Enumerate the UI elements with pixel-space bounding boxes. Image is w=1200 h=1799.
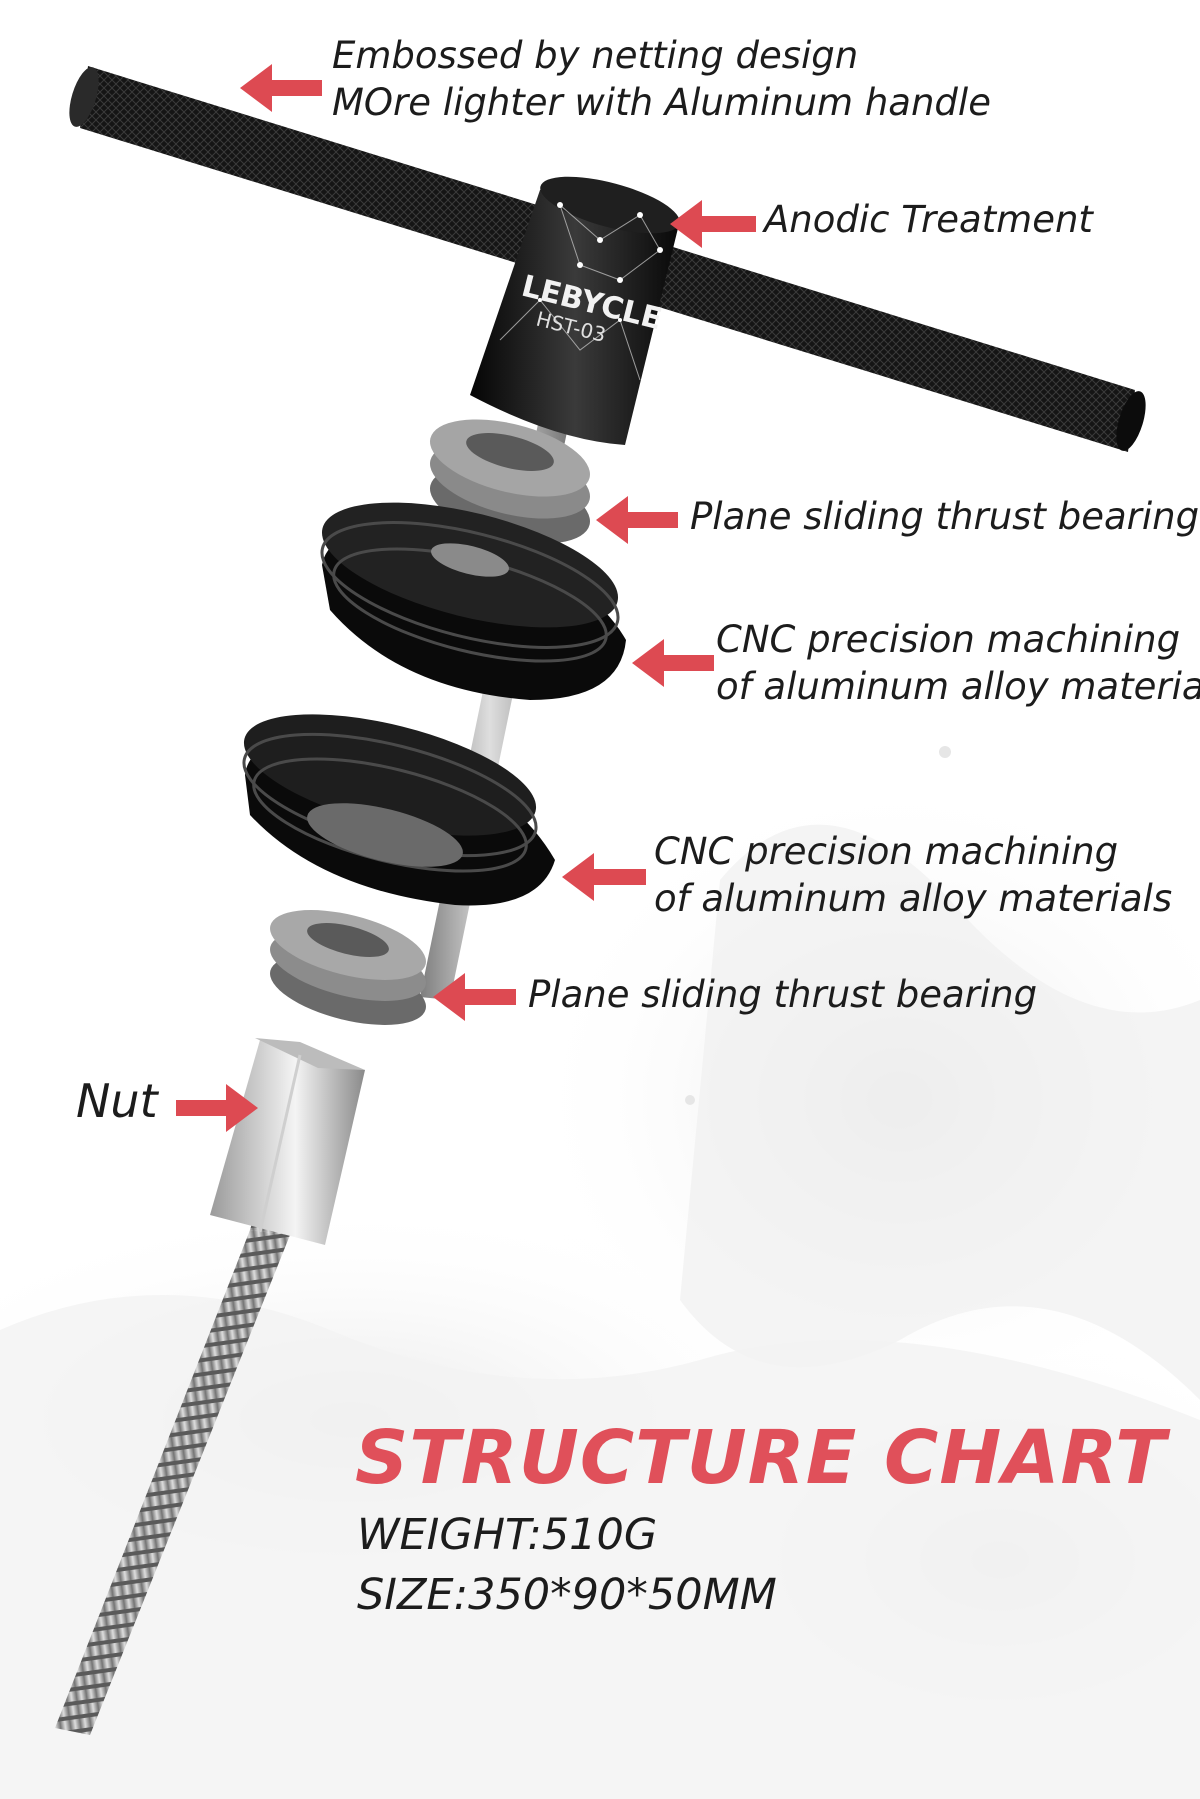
left-arrow-icon	[433, 973, 516, 1021]
callout-handle-line1: Embossed by netting design	[332, 34, 859, 77]
left-arrow-icon	[670, 200, 756, 248]
structure-chart-title: STRUCTURE CHART	[355, 1415, 1167, 1501]
callout-cnc-upper-line2: of aluminum alloy materials	[716, 665, 1200, 708]
callout-bearing-lower: Plane sliding thrust bearing	[528, 971, 1037, 1018]
threaded-rod-lower	[55, 1230, 290, 1735]
callout-handle: Embossed by netting design MOre lighter …	[332, 32, 991, 126]
callout-bearing-lower-line1: Plane sliding thrust bearing	[528, 973, 1038, 1016]
callout-cnc-lower-line1: CNC precision machining	[654, 830, 1119, 873]
left-arrow-icon	[596, 496, 678, 544]
callout-cnc-upper-line1: CNC precision machining	[716, 618, 1181, 661]
callout-cnc-upper: CNC precision machining of aluminum allo…	[716, 616, 1200, 710]
callout-nut-line1: Nut	[76, 1074, 158, 1128]
callout-anodic: Anodic Treatment	[764, 196, 1093, 243]
callout-bearing-upper-line1: Plane sliding thrust bearing	[690, 495, 1200, 538]
callout-bearing-upper: Plane sliding thrust bearing	[690, 493, 1199, 540]
lower-cnc-cup	[242, 714, 555, 906]
size-spec: SIZE:350*90*50MM	[357, 1570, 777, 1620]
callout-handle-line2: MOre lighter with Aluminum handle	[332, 81, 991, 124]
handle-body: LEBYCLE HST-03	[470, 176, 680, 445]
callout-anodic-line1: Anodic Treatment	[764, 198, 1093, 241]
left-arrow-icon	[176, 1084, 258, 1132]
weight-spec: WEIGHT:510G	[357, 1510, 658, 1560]
callout-cnc-lower: CNC precision machining of aluminum allo…	[654, 828, 1172, 922]
hex-nut	[210, 1038, 365, 1245]
upper-thrust-bearing	[430, 419, 590, 544]
left-arrow-icon	[562, 853, 646, 901]
left-arrow-icon	[240, 64, 322, 112]
callout-cnc-lower-line2: of aluminum alloy materials	[654, 877, 1173, 920]
left-arrow-icon	[632, 639, 714, 687]
lower-thrust-bearing	[270, 910, 426, 1025]
callout-arrows	[176, 64, 756, 1132]
callout-nut: Nut	[76, 1074, 158, 1128]
splash-background	[0, 746, 1200, 1799]
upper-cnc-cup	[320, 502, 626, 700]
